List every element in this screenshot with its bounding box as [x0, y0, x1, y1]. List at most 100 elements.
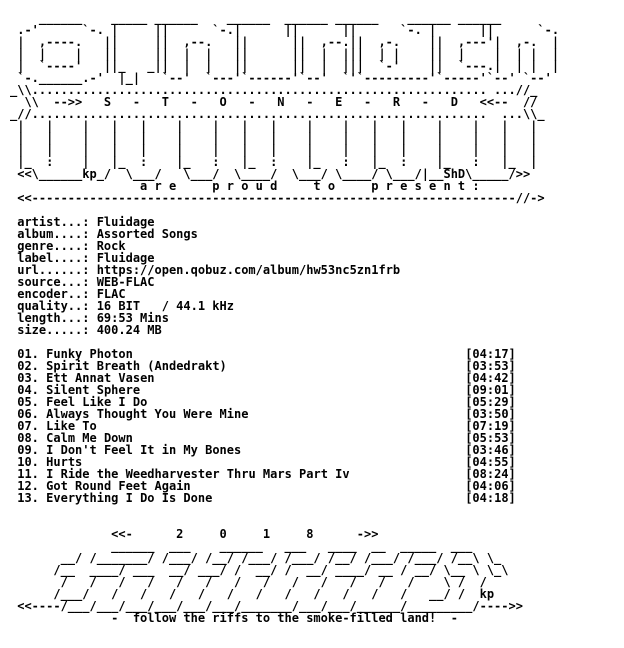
track-duration: [04:06] [465, 479, 516, 493]
header-art-line: .-' `-. | || `-.| || || `-. | || `-. [10, 23, 560, 37]
track-row: 10. Hurts [04:55] [10, 456, 559, 468]
info-key: album....: [10, 227, 97, 241]
info-value: https://open.qobuz.com/album/hw53nc5zn1f… [96, 263, 401, 277]
track-title: I Ride the Weedharvester Thru Mars Part … [46, 467, 350, 481]
year-line: <<- 2 0 1 8 ->> [10, 527, 379, 541]
info-row: label....: Fluidage [10, 252, 559, 264]
info-key: encoder..: [10, 287, 97, 301]
info-row: size.....: 400.24 MB [10, 324, 559, 336]
track-row: 02. Spirit Breath (Andedrakt) [03:53] [10, 360, 559, 372]
info-row: url......: https://open.qobuz.com/album/… [10, 264, 559, 276]
track-number: 04. [17, 383, 39, 397]
track-row: 09. I Don't Feel It in My Bones [03:46] [10, 444, 559, 456]
track-title: Silent Sphere [46, 383, 141, 397]
info-key: size.....: [10, 323, 97, 337]
info-key: url......: [10, 263, 97, 277]
track-duration: [09:01] [465, 383, 516, 397]
footer-art-line: ______ ___ ______ ___ ____ __ _____ ___ [10, 539, 473, 553]
track-number: 08. [17, 431, 39, 445]
track-number: 07. [17, 419, 39, 433]
release-info: artist...: Fluidage album....: Assorted … [10, 216, 559, 336]
track-title: Ett Annat Vasen [46, 371, 155, 385]
info-row: genre....: Rock [10, 240, 559, 252]
present-rule: <<--------------------------------------… [10, 191, 545, 205]
footer-ascii-art: ______ ___ ______ ___ ____ __ _____ ___ … [10, 540, 559, 612]
track-duration: [05:29] [465, 395, 516, 409]
info-key: genre....: [10, 239, 97, 253]
header-art-line: | | | | | | | | | | | | | | | | | [10, 131, 538, 145]
present-line: a r e p r o u d t o p r e s e n t : [10, 179, 480, 193]
track-row: 12. Got Round Feet Again [04:06] [10, 480, 559, 492]
header-art-line: | | | | | | | | | | | | | | | | | [10, 143, 538, 157]
track-title: Funky Photon [46, 347, 133, 361]
info-value: FLAC [96, 287, 126, 301]
track-title: I Don't Feel It in My Bones [46, 443, 242, 457]
track-number: 11. [17, 467, 39, 481]
header-art-line: |_ : | |_ : |_ : |_ : |_ : |_ : |_ : |_ … [10, 155, 538, 169]
info-value: 16 BIT / 44.1 kHz [96, 299, 234, 313]
header-art-line: \\ -->> S - T - O - N - E - R - D <<-- /… [10, 95, 538, 109]
footer-art-line: /___/ / / / / / / / / / / / __/ / kp [10, 587, 495, 601]
header-art-line: `-.______.-' |_| `--' `---'`------'`--' … [10, 71, 552, 85]
track-row: 07. Like To [07:19] [10, 420, 559, 432]
track-duration: [03:50] [465, 407, 516, 421]
footer-art-line: / / / / / / / / / / / / / \ / / [10, 575, 487, 589]
track-title: Got Round Feet Again [46, 479, 191, 493]
track-row: 13. Everything I Do Is Done [04:18] [10, 492, 559, 504]
info-key: label....: [10, 251, 97, 265]
track-title: Spirit Breath (Andedrakt) [46, 359, 227, 373]
nfo-document: ______ _____ ______ ______ ______ ______… [10, 12, 559, 624]
track-number: 02. [17, 359, 39, 373]
track-duration: [05:53] [465, 431, 516, 445]
track-row: 08. Calm Me Down [05:53] [10, 432, 559, 444]
track-duration: [03:46] [465, 443, 516, 457]
info-value: Fluidage [96, 215, 155, 229]
info-key: artist...: [10, 215, 97, 229]
track-number: 10. [17, 455, 39, 469]
track-number: 03. [17, 371, 39, 385]
track-number: 05. [17, 395, 39, 409]
track-title: Like To [46, 419, 97, 433]
track-title: Hurts [46, 455, 83, 469]
track-duration: [07:19] [465, 419, 516, 433]
spacer [10, 504, 559, 516]
header-art-line: | | | || || | | || || | ||| | | || | | |… [10, 47, 560, 61]
track-row: 11. I Ride the Weedharvester Thru Mars P… [10, 468, 559, 480]
header-art-line: | | | | | | | | | | | | | | | | | [10, 119, 538, 133]
track-title: Always Thought You Were Mine [46, 407, 249, 421]
footer-art-line: /__ ____/ ___ __/ ___/ / __/ / __/ ____/… [10, 563, 509, 577]
header-art-line: <<\______kp_/ \___/ \___/ \____/ \___/ \… [10, 167, 531, 181]
header-art-line: _\\.....................................… [10, 83, 538, 97]
track-row: 06. Always Thought You Were Mine [03:50] [10, 408, 559, 420]
track-duration: [04:17] [465, 347, 516, 361]
info-key: length...: [10, 311, 97, 325]
header-art-line: ______ _____ ______ ______ ______ ______… [10, 11, 502, 25]
info-value: 400.24 MB [96, 323, 162, 337]
info-value: Fluidage [96, 251, 155, 265]
footer-art-line: __/ /_______/ /___/ /__/ /___/ /___/ /__… [10, 551, 502, 565]
tracklist: 01. Funky Photon [04:17] 02. Spirit Brea… [10, 348, 559, 504]
header-ascii-art: ______ _____ ______ ______ ______ ______… [10, 12, 559, 180]
footer-art-line: <<----/___/___/___/___/___/___/_______/_… [10, 599, 523, 613]
track-number: 06. [17, 407, 39, 421]
header-art-line: | ,----. || || ,--. || || ,--.|| ,-. || … [10, 35, 560, 49]
track-title: Everything I Do Is Done [46, 491, 213, 505]
track-title: Calm Me Down [46, 431, 133, 445]
track-duration: [04:18] [465, 491, 516, 505]
info-row: source...: WEB-FLAC [10, 276, 559, 288]
info-value: Assorted Songs [96, 227, 198, 241]
track-duration: [04:55] [465, 455, 516, 469]
info-key: quality..: [10, 299, 97, 313]
info-value: Rock [96, 239, 126, 253]
track-duration: [03:53] [465, 359, 516, 373]
info-value: 69:53 Mins [96, 311, 169, 325]
track-title: Feel Like I Do [46, 395, 148, 409]
info-row: encoder..: FLAC [10, 288, 559, 300]
track-number: 12. [17, 479, 39, 493]
track-number: 13. [17, 491, 39, 505]
track-row: 04. Silent Sphere [09:01] [10, 384, 559, 396]
info-value: WEB-FLAC [96, 275, 155, 289]
track-number: 01. [17, 347, 39, 361]
header-art-line: | `----' ||_ _|| | | || || | ||| `-' || … [10, 59, 560, 73]
track-row: 01. Funky Photon [04:17] [10, 348, 559, 360]
